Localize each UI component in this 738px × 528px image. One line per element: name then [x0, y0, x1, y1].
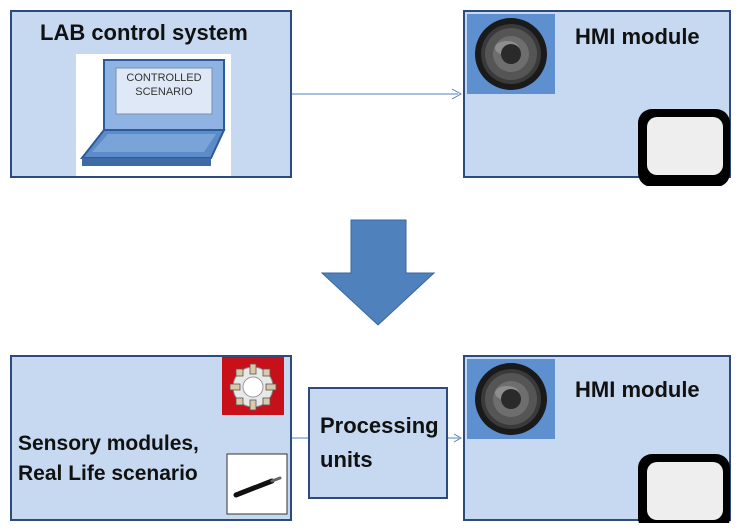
speaker-icon: [467, 14, 555, 94]
lab-control-system-title: LAB control system: [40, 20, 248, 45]
down-arrow-icon: [320, 219, 436, 326]
hmi-module-box-bottom: HMI module: [463, 355, 733, 528]
speaker-icon-bottom: [467, 359, 555, 439]
display-screen-icon-bottom: [633, 449, 733, 528]
sensor-board-icon: [222, 357, 284, 415]
hmi-module-box-top: HMI module: [463, 10, 731, 187]
lab-control-system-box: LAB control system CONTROLLED SCENARIO: [10, 10, 292, 178]
sensory-modules-box: Sensory modules, Real Life scenario: [10, 355, 292, 521]
sensor-probe-icon: [226, 453, 288, 515]
laptop-icon: [76, 54, 231, 176]
display-screen-icon: [633, 104, 733, 187]
hmi-module-title-bottom: HMI module: [575, 377, 700, 402]
processing-units-caption: Processing units: [320, 413, 439, 472]
processing-to-hmi-arrowhead: [453, 433, 463, 443]
hmi-module-title-top: HMI module: [575, 24, 700, 49]
processing-units-box: Processing units: [308, 387, 448, 499]
sensory-modules-caption: Sensory modules, Real Life scenario: [18, 432, 199, 485]
top-connector-arrowhead: [451, 88, 463, 100]
controlled-scenario-label: CONTROLLED SCENARIO: [126, 72, 202, 98]
